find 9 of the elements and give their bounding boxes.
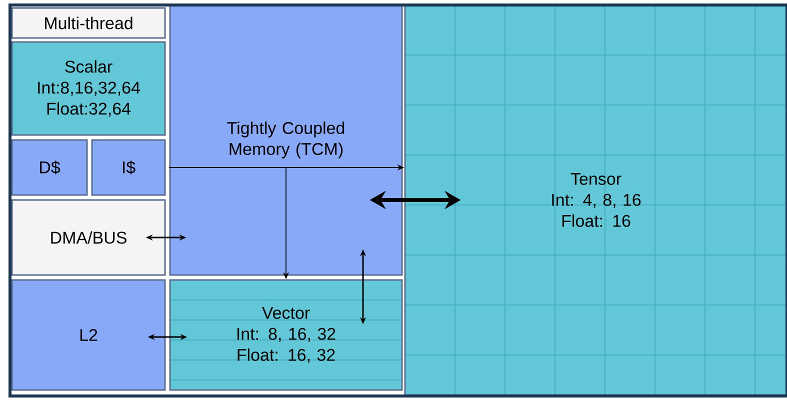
cache-box: I$ [91,139,166,196]
unit-box: Vector Int: 8, 16, 32 Float: 16, 32 [169,279,403,391]
memory-box: L2 [11,279,166,391]
unit-box: Tensor Int: 4, 8, 16 Float: 16 [404,4,787,396]
cache-box: D$ [11,139,88,196]
memory-box: Tightly Coupled Memory (TCM) [169,4,403,276]
bus-box: DMA/BUS [11,199,166,276]
label-box: Multi-thread [11,7,166,39]
unit-box: Scalar Int:8,16,32,64 Float:32,64 [11,41,166,136]
